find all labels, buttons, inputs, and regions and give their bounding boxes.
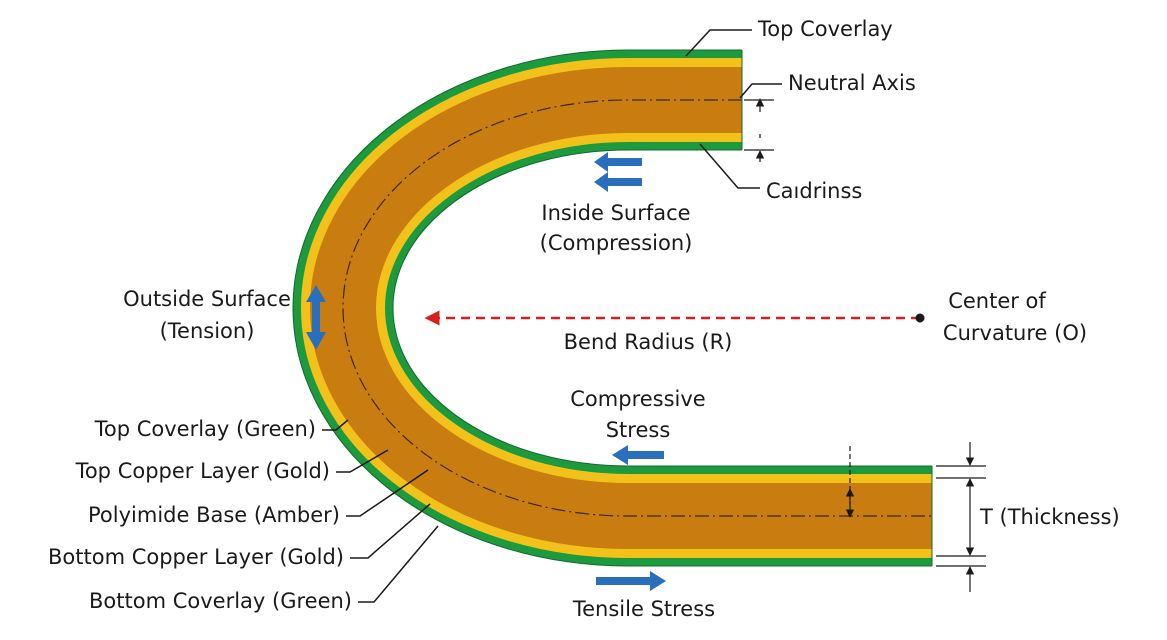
neutral-axis-line [342, 99, 932, 517]
double-arrow-icon [306, 285, 326, 350]
center-label-2: Curvature (O) [943, 321, 1087, 345]
layer-label-polyimide: Polyimide Base (Amber) [88, 503, 340, 527]
arrow-icon [612, 445, 664, 465]
top-coverlay-label: Top Coverlay [757, 17, 893, 41]
stress-arrows [306, 152, 666, 591]
thickness-label: T (Thickness) [979, 505, 1120, 529]
neutral-axis-label: Neutral Axis [788, 71, 916, 95]
layer-label-top-copper: Top Copper Layer (Gold) [75, 459, 330, 483]
tensile-stress-label: Tensile Stress [572, 597, 715, 621]
compressive-stress-label-1: Compressive [570, 387, 705, 411]
layer-label-bottom-coverlay: Bottom Coverlay (Green) [89, 589, 352, 613]
layer-boundaries [292, 49, 933, 567]
arrow-icon [596, 571, 666, 591]
compressive-stress-label-2: Stress [606, 418, 671, 442]
bend-radius-label: Bend Radius (R) [564, 330, 733, 354]
caudrinss-label: Caıdrinss [766, 179, 862, 203]
inside-surface-label-1: Inside Surface [541, 201, 690, 225]
thickness-dimension [845, 442, 986, 592]
top-thickness-dimension [744, 98, 774, 162]
layer-label-bottom-copper: Bottom Copper Layer (Gold) [48, 545, 344, 569]
dot-icon [915, 313, 925, 323]
arrow-icon [594, 172, 642, 192]
arrow-icon [594, 152, 642, 172]
inside-surface-label-2: (Compression) [540, 231, 693, 255]
bend-radius: Bend Radius (R) [424, 310, 925, 354]
layer-label-top-coverlay: Top Coverlay (Green) [94, 417, 316, 441]
flex-circuit-layers [293, 50, 932, 566]
outside-surface-label-2: (Tension) [160, 319, 255, 343]
center-label-1: Center of [948, 289, 1046, 313]
outside-surface-label-1: Outside Surface [123, 287, 291, 311]
